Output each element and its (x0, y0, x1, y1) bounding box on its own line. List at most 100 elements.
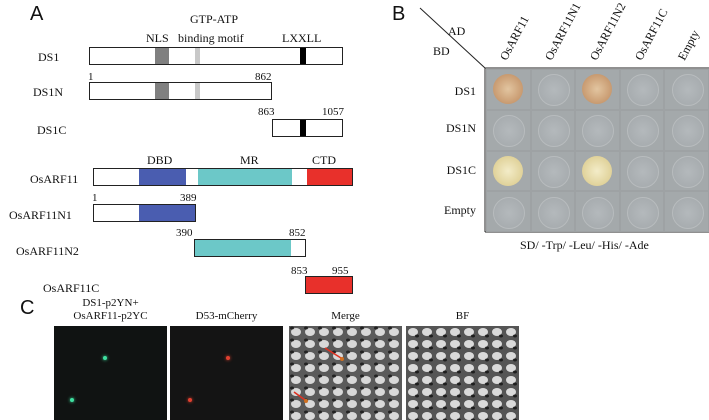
micro-title-mcherry: D53-mCherry (195, 310, 258, 322)
panel-b-letter: B (392, 3, 406, 25)
osarf11c-bar (305, 276, 353, 294)
gtp-domain (195, 83, 200, 99)
yeast-colony-none (671, 155, 704, 188)
osarf11n1-start: 1 (92, 192, 98, 204)
yfp-signal-dot (70, 398, 74, 402)
ds1n-label: DS1N (33, 85, 64, 99)
micro-image-merge (289, 326, 402, 420)
yeast-cell (620, 192, 664, 231)
lxxll-label: LXXLL (282, 31, 322, 45)
yeast-colony-grown (582, 74, 613, 105)
yeast-cell (620, 70, 664, 109)
ds1c-end: 1057 (322, 106, 344, 118)
lxxll-domain (300, 120, 306, 136)
ds1n-start: 1 (88, 71, 94, 83)
row-label-ds1n: DS1N (445, 121, 476, 135)
yeast-colony-grown (493, 155, 524, 186)
bf-cell-texture (406, 326, 519, 420)
yeast-cell (487, 110, 530, 150)
yeast-cell (487, 70, 530, 109)
yeast-cell (487, 151, 530, 191)
ctd-domain (307, 169, 352, 185)
ad-bd-diagonal (419, 7, 486, 69)
yeast-cell (665, 192, 708, 231)
osarf11n1-label: OsARF11N1 (9, 208, 72, 222)
medium-label: SD/ -Trp/ -Leu/ -His/ -Ade (520, 238, 649, 252)
yeast-cell (576, 151, 619, 191)
micro-title-bifc: DS1-p2YN+ OsARF11-p2YC (54, 297, 167, 323)
yeast-colony-none (627, 74, 660, 107)
mr-label: MR (240, 153, 259, 167)
yeast-cell (665, 110, 708, 150)
yeast-cell (487, 192, 530, 231)
osarf11n1-bar (93, 204, 196, 222)
gtp-domain (195, 48, 200, 64)
yeast-cell (531, 110, 575, 150)
yeast-two-hybrid-grid (486, 69, 709, 232)
yeast-cell (531, 192, 575, 231)
ctd-label: CTD (312, 153, 336, 167)
yeast-colony-none (627, 115, 660, 148)
ds1-bar (89, 47, 343, 65)
yeast-colony-none (582, 115, 615, 148)
yeast-cell (620, 151, 664, 191)
yeast-cell (576, 192, 619, 231)
panel-a-letter: A (30, 3, 44, 25)
yeast-colony-grown (493, 74, 524, 105)
yeast-colony-none (537, 196, 570, 229)
micro-title-bifc-line2: OsARF11-p2YC (73, 310, 148, 322)
micro-image-bifc (54, 326, 167, 420)
yeast-colony-none (537, 115, 570, 148)
yeast-cell (531, 70, 575, 109)
yeast-cell (531, 151, 575, 191)
nls-domain (155, 83, 169, 99)
ds1n-bar (89, 82, 272, 100)
osarf11-label: OsARF11 (30, 172, 79, 186)
ds1c-bar (272, 119, 343, 137)
row-label-empty: Empty (444, 203, 476, 217)
osarf11n2-start: 390 (176, 227, 193, 239)
osarf11n2-bar (194, 239, 306, 257)
mcherry-signal-dot (226, 356, 230, 360)
mr-domain (198, 169, 292, 185)
dbd-label: DBD (147, 153, 173, 167)
micro-title-bifc-line1: DS1-p2YN+ (82, 297, 139, 309)
yfp-signal-dot (103, 356, 107, 360)
micro-image-bf (406, 326, 519, 420)
row-label-ds1c: DS1C (446, 163, 476, 177)
osarf11n2-label: OsARF11N2 (16, 244, 79, 258)
yeast-colony-none (671, 196, 704, 229)
bd-label: BD (433, 44, 450, 58)
yeast-colony-none (537, 155, 570, 188)
panel-c-letter: C (20, 297, 35, 319)
yeast-cell (665, 151, 708, 191)
micro-title-merge: Merge (331, 310, 360, 322)
mr-domain (195, 240, 291, 256)
ds1n-end: 862 (255, 71, 272, 83)
ds1c-label: DS1C (37, 123, 67, 137)
ds1c-start: 863 (258, 106, 275, 118)
osarf11n1-end: 389 (180, 192, 197, 204)
micro-image-mcherry (170, 326, 283, 420)
osarf11c-label: OsARF11C (43, 281, 100, 295)
ds1-label: DS1 (38, 50, 60, 64)
yeast-colony-none (627, 155, 660, 188)
binding-motif-label: binding motif (178, 31, 244, 45)
merge-cell-texture (289, 326, 402, 420)
yeast-colony-grown (582, 155, 613, 186)
yeast-colony-none (671, 115, 704, 148)
ad-label: AD (448, 24, 466, 38)
row-label-ds1: DS1 (454, 84, 476, 98)
yeast-cell (665, 70, 708, 109)
yeast-colony-none (671, 74, 704, 107)
micro-title-bf: BF (455, 310, 470, 322)
yeast-colony-none (582, 196, 615, 229)
osarf11n2-end: 852 (289, 227, 306, 239)
nls-domain (155, 48, 169, 64)
nls-label: NLS (146, 31, 169, 45)
yeast-cell (576, 70, 619, 109)
mcherry-signal-dot (188, 398, 192, 402)
yeast-cell (576, 110, 619, 150)
gtp-atp-label: GTP-ATP (190, 12, 239, 26)
